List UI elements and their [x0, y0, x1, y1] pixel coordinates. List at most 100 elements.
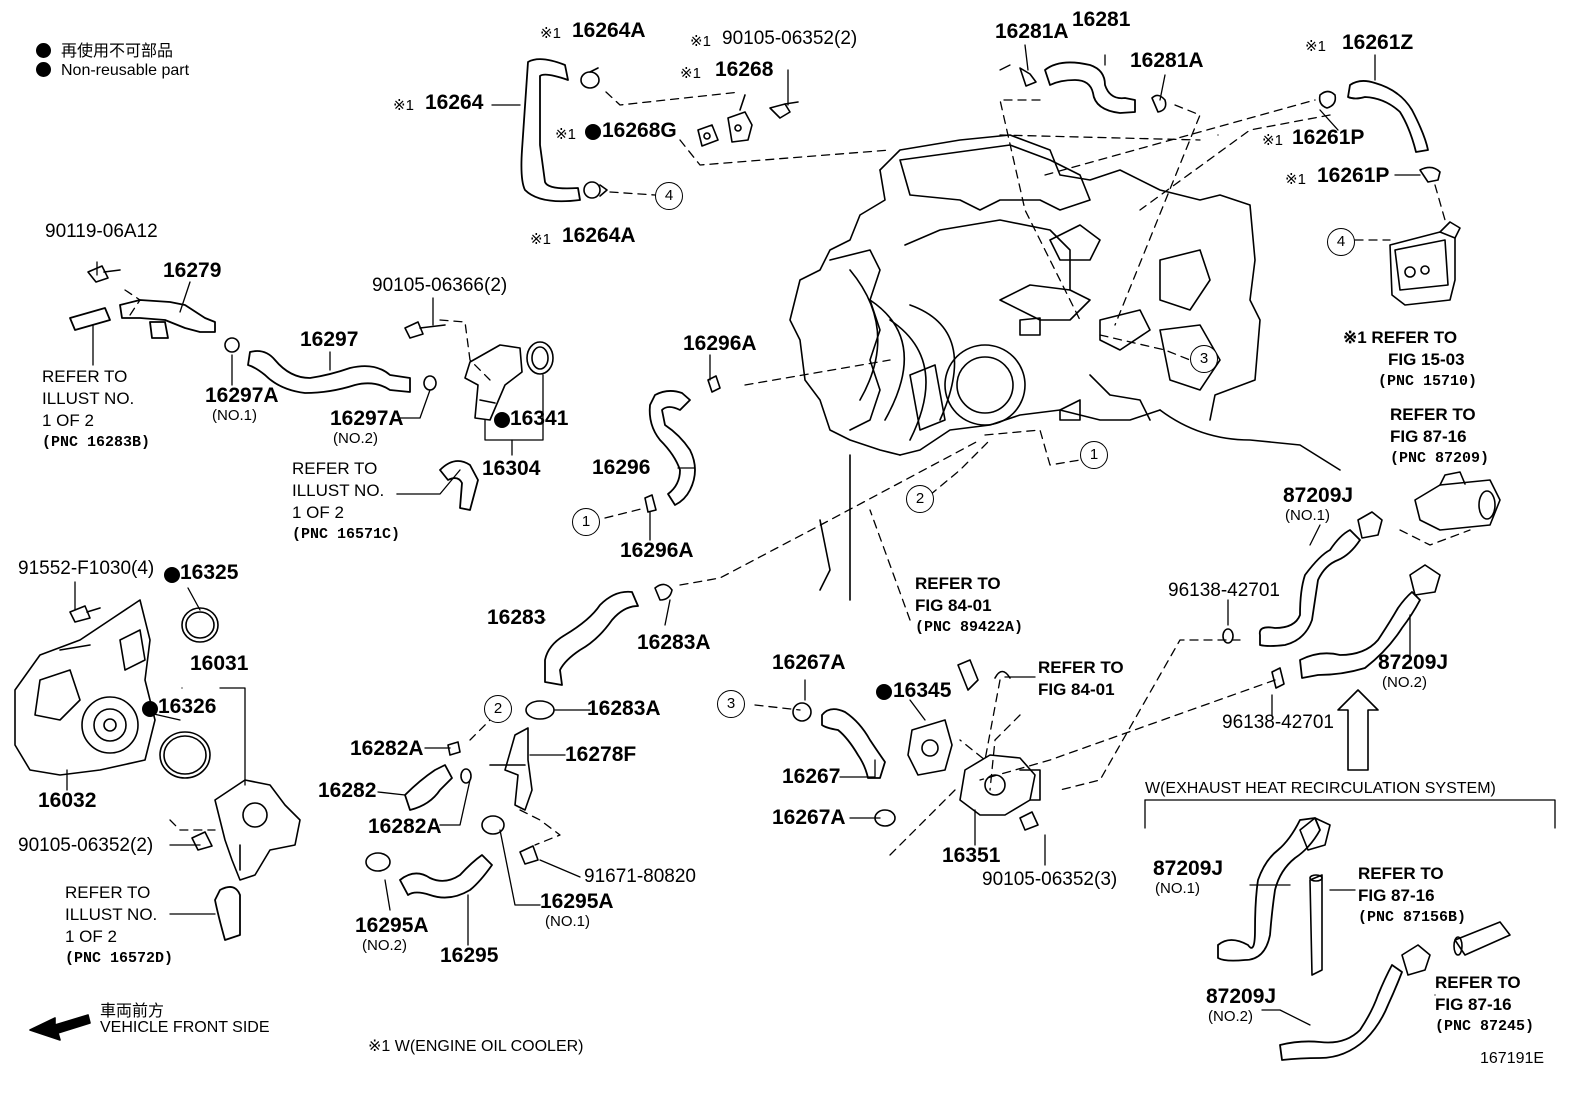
refer-line: REFER TO — [1390, 405, 1476, 424]
part-label[interactable]: 87209J — [1206, 985, 1277, 1008]
part-label[interactable]: 16282A — [350, 737, 424, 760]
part-label[interactable]: 16268G — [602, 119, 677, 142]
part-label[interactable]: 16296 — [592, 456, 651, 479]
part-label[interactable]: 90105-06352(2) — [18, 835, 154, 856]
refer-line: REFER TO — [1038, 658, 1124, 677]
part-label[interactable]: 16296A — [683, 332, 757, 355]
part-sub-label: (NO.2) — [333, 430, 378, 447]
part-sub-label: (NO.1) — [1285, 507, 1330, 524]
part-label[interactable]: 16264A — [562, 224, 636, 247]
part-label[interactable]: 16279 — [163, 259, 222, 282]
part-label[interactable]: 16325 — [180, 561, 239, 584]
part-label[interactable]: 16282A — [368, 815, 442, 838]
part-label[interactable]: 16295A — [355, 914, 429, 937]
refer-to-note[interactable]: REFER TO FIG 84-01 — [1038, 657, 1124, 701]
part-label[interactable]: 16297 — [300, 328, 359, 351]
non-reusable-icon — [164, 567, 180, 583]
refer-line: REFER TO — [1435, 973, 1521, 992]
part-label[interactable]: 91671-80820 — [584, 866, 696, 887]
part-label[interactable]: 16283A — [637, 631, 711, 654]
refer-line: FIG 87-16 — [1390, 427, 1467, 446]
non-reusable-icon — [585, 124, 601, 140]
refer-to-note[interactable]: REFER TO ILLUST NO. 1 OF 2 (PNC 16283B) — [42, 366, 150, 454]
part-label[interactable]: 16261Z — [1342, 31, 1414, 54]
components — [14, 67, 1511, 1041]
callout-3: 3 — [717, 690, 745, 718]
refer-to-note[interactable]: ※1 REFER TO FIG 15-03 (PNC 15710) — [1343, 327, 1477, 393]
refer-to-note[interactable]: REFER TO FIG 87-16 (PNC 87156B) — [1358, 863, 1466, 929]
exhaust-section-title: W(EXHAUST HEAT RECIRCULATION SYSTEM) — [1145, 780, 1496, 797]
callout-2: 2 — [484, 695, 512, 723]
part-label[interactable]: 16283 — [487, 606, 546, 629]
part-label[interactable]: 16261P — [1292, 126, 1365, 149]
part-label[interactable]: 16295 — [440, 944, 499, 967]
refer-to-note[interactable]: REFER TO ILLUST NO. 1 OF 2 (PNC 16572D) — [65, 882, 173, 970]
part-label[interactable]: 16341 — [510, 407, 569, 430]
part-label[interactable]: 91552-F1030(4) — [18, 558, 155, 579]
callout-2: 2 — [906, 485, 934, 513]
refer-line: ILLUST NO. — [292, 481, 385, 500]
part-label[interactable]: 90119-06A12 — [45, 221, 158, 242]
refer-line: FIG 15-03 — [1388, 350, 1465, 369]
refer-to-note[interactable]: REFER TO FIG 87-16 (PNC 87209) — [1390, 404, 1489, 470]
part-label[interactable]: 16281A — [995, 20, 1069, 43]
part-label[interactable]: 16281A — [1130, 49, 1204, 72]
part-label[interactable]: 16296A — [620, 539, 694, 562]
part-label[interactable]: 16297A — [205, 384, 279, 407]
refer-line: FIG 87-16 — [1435, 995, 1512, 1014]
part-label[interactable]: 16282 — [318, 779, 377, 802]
refer-line: REFER TO — [292, 459, 378, 478]
part-label[interactable]: 16326 — [158, 695, 217, 718]
oil-cooler-mark: ※1 — [680, 65, 701, 82]
callout-3: 3 — [1190, 345, 1218, 373]
part-label[interactable]: 16345 — [893, 679, 952, 702]
part-label[interactable]: 16264 — [425, 91, 484, 114]
part-sub-label: (NO.1) — [1155, 880, 1200, 897]
refer-pnc: (PNC 89422A) — [915, 619, 1024, 636]
refer-pnc: (PNC 16572D) — [65, 950, 174, 967]
part-label[interactable]: 16268 — [715, 58, 774, 81]
part-label[interactable]: 16031 — [190, 652, 249, 675]
oil-cooler-mark: ※1 — [555, 126, 576, 143]
front-direction-en: VEHICLE FRONT SIDE — [100, 1019, 270, 1036]
part-label[interactable]: 96138-42701 — [1168, 580, 1280, 601]
refer-to-note[interactable]: REFER TO FIG 84-01 (PNC 89422A) — [915, 573, 1023, 639]
part-label[interactable]: 96138-42701 — [1222, 712, 1334, 733]
part-label[interactable]: 16283A — [587, 697, 661, 720]
part-label[interactable]: 16304 — [482, 457, 541, 480]
part-label[interactable]: 16297A — [330, 407, 404, 430]
part-label[interactable]: 87209J — [1153, 857, 1224, 880]
refer-to-note[interactable]: REFER TO ILLUST NO. 1 OF 2 (PNC 16571C) — [292, 458, 400, 546]
refer-pnc: (PNC 16571C) — [292, 526, 401, 543]
part-label[interactable]: 16261P — [1317, 164, 1390, 187]
part-label[interactable]: 16281 — [1072, 8, 1131, 31]
bullet-icon — [36, 43, 51, 58]
part-label[interactable]: 90105-06352(2) — [722, 28, 858, 49]
refer-pnc: (PNC 15710) — [1378, 373, 1478, 390]
refer-line: REFER TO — [65, 883, 151, 902]
callout-1: 1 — [572, 508, 600, 536]
refer-to-note[interactable]: REFER TO FIG 87-16 (PNC 87245) — [1435, 972, 1534, 1038]
part-label[interactable]: 16278F — [565, 743, 637, 766]
part-label[interactable]: 16267A — [772, 806, 846, 829]
refer-line: REFER TO — [42, 367, 128, 386]
part-label[interactable]: 87209J — [1283, 484, 1354, 507]
part-label[interactable]: 16295A — [540, 890, 614, 913]
part-label[interactable]: 16264A — [572, 19, 646, 42]
refer-line: ILLUST NO. — [42, 389, 135, 408]
part-label[interactable]: 16267A — [772, 651, 846, 674]
part-label[interactable]: 16267 — [782, 765, 841, 788]
part-sub-label: (NO.2) — [1382, 674, 1427, 691]
dashed-leaders — [124, 91, 1471, 856]
legend-non-reusable-jp: 再使用不可部品 — [36, 37, 173, 61]
refer-line: 1 OF 2 — [65, 927, 117, 946]
part-label[interactable]: 90105-06352(3) — [982, 869, 1118, 890]
refer-line: REFER TO — [1358, 864, 1444, 883]
part-label[interactable]: 16351 — [942, 844, 1001, 867]
part-label[interactable]: 87209J — [1378, 651, 1449, 674]
part-label[interactable]: 90105-06366(2) — [372, 275, 508, 296]
oil-cooler-mark: ※1 — [1285, 171, 1306, 188]
part-label[interactable]: 16032 — [38, 789, 97, 812]
refer-line: FIG 84-01 — [1038, 680, 1115, 699]
